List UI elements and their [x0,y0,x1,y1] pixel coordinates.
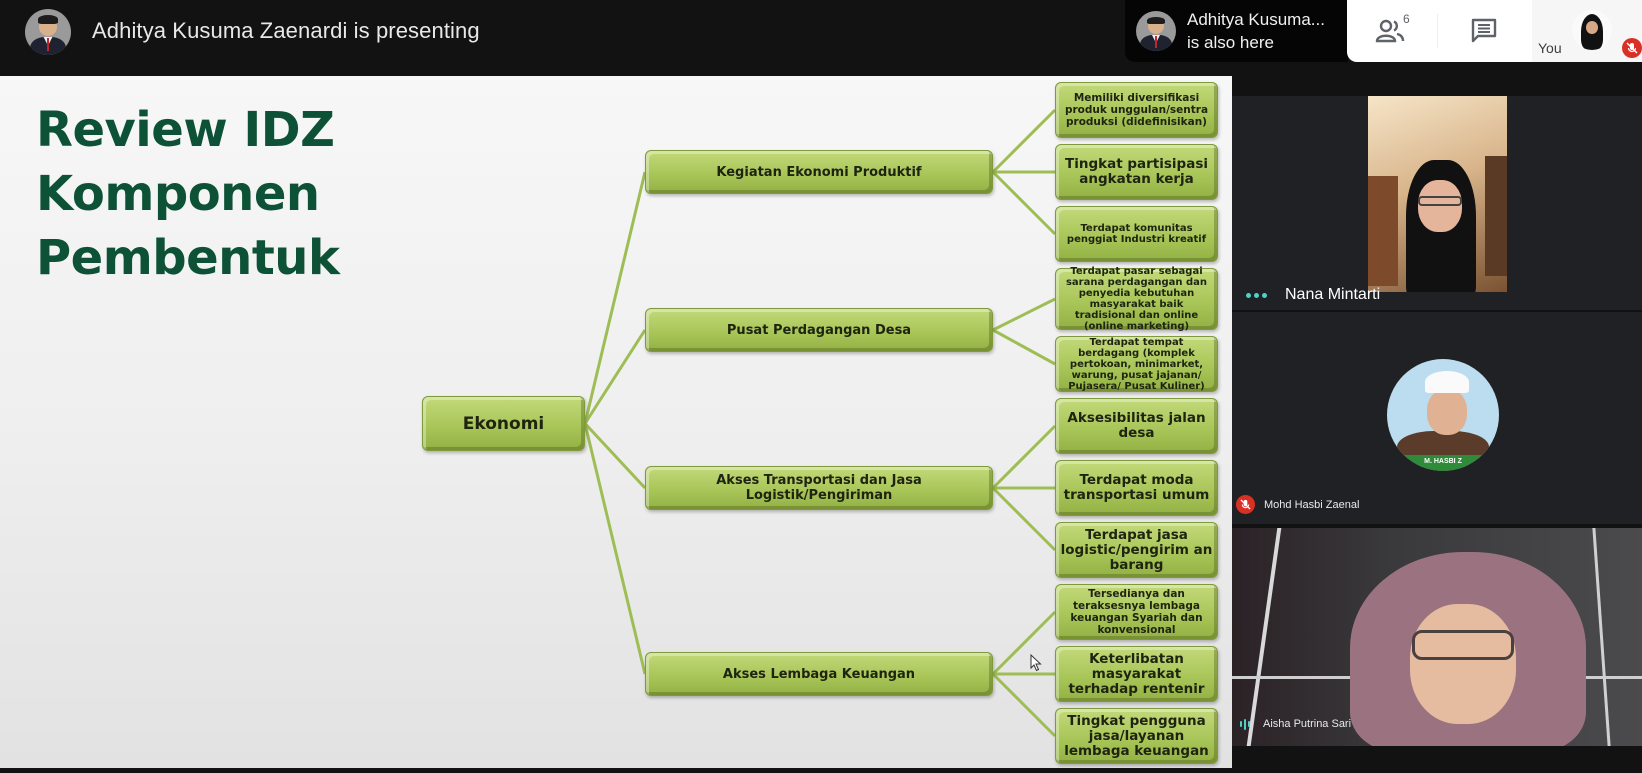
self-avatar [1572,10,1612,50]
node-leaf: Aksesibilitas jalan desa [1055,398,1218,454]
connector-line [583,423,647,675]
node-leaf: Terdapat moda transportasi umum [1055,460,1218,516]
people-icon [1375,19,1405,43]
node-label: Tingkat partisipasi angkatan kerja [1065,156,1208,187]
participant-label: Mohd Hasbi Zaenal [1236,495,1359,514]
node-label: Ekonomi [462,413,545,434]
top-bar: Adhitya Kusuma Zaenardi is presenting Ad… [0,0,1642,76]
node-label: Keterlibatan masyarakat terhadap renteni… [1068,650,1205,697]
also-here-text: Adhitya Kusuma... is also here [1187,8,1325,54]
avatar-banner-text: M. HASBI Z [1387,455,1499,471]
node-leaf: Tingkat partisipasi angkatan kerja [1055,144,1218,200]
mouse-cursor-icon [1030,654,1042,672]
self-label: You [1538,40,1562,56]
connector-line [991,424,1057,490]
tree-connectors [583,108,1057,738]
node-label: Terdapat moda transportasi umum [1063,472,1210,503]
node-leaf: Tingkat pengguna jasa/layanan lembaga ke… [1055,708,1218,764]
chat-icon [1471,18,1497,43]
node-leaf: Terdapat komunitas penggiat Industri kre… [1055,206,1218,262]
node-label: Tingkat pengguna jasa/layanan lembaga ke… [1064,712,1209,759]
connector-line [991,672,1057,738]
participants-sidebar: Nana Mintarti M. HASBI Z Mohd Hasbi Zaen… [1232,76,1642,773]
node-label: Terdapat pasar sebagai sarana perdaganga… [1065,266,1208,332]
participant-tile[interactable]: M. HASBI Z Mohd Hasbi Zaenal [1232,312,1642,524]
participant-name: Nana Mintarti [1285,286,1381,303]
presentation-slide: Review IDZ Komponen Pembentuk Ekonomi Ke… [0,76,1232,768]
participant-label: Aisha Putrina Sari [1240,718,1351,730]
node-label: Terdapat komunitas penggiat Industri kre… [1066,223,1207,245]
node-label: Aksesibilitas jalan desa [1067,410,1206,441]
also-here-caption: is also here [1187,33,1274,52]
chat-button[interactable] [1439,0,1529,62]
divider [1437,14,1438,48]
connector-line [991,108,1057,174]
presenter-avatar [25,9,71,55]
connector-line [991,170,1057,236]
connector-line [583,329,647,425]
participant-name: Mohd Hasbi Zaenal [1264,498,1360,511]
more-options-icon[interactable] [1246,292,1267,298]
node-label: Terdapat tempat berdagang (komplek perto… [1068,336,1205,392]
self-view[interactable]: You [1532,0,1642,62]
slide-title: Review IDZ Komponen Pembentuk [36,98,340,290]
also-here-avatar [1136,11,1176,51]
node-label: Akses Transportasi dan Jasa Logistik/Pen… [716,473,922,503]
node-root-ekonomi: Ekonomi [422,396,585,451]
also-here-name: Adhitya Kusuma... [1187,10,1325,29]
node-label: Memiliki diversifikasi produk unggulan/s… [1064,92,1209,128]
node-leaf: Keterlibatan masyarakat terhadap renteni… [1055,646,1218,702]
node-leaf: Terdapat pasar sebagai sarana perdaganga… [1055,266,1218,332]
node-branch-kegiatan-ekonomi: Kegiatan Ekonomi Produktif [645,150,993,194]
presenting-status: Adhitya Kusuma Zaenardi is presenting [92,18,480,43]
node-leaf: Memiliki diversifikasi produk unggulan/s… [1055,82,1218,138]
node-branch-pusat-perdagangan: Pusat Perdagangan Desa [645,308,993,352]
also-here-notice[interactable]: Adhitya Kusuma... is also here [1125,0,1348,62]
participant-video [1368,96,1507,292]
connector-line [991,486,1057,552]
slide-title-line: Komponen [36,166,320,222]
participant-label: Nana Mintarti [1246,286,1380,304]
mic-off-icon [1236,495,1255,514]
connector-line [991,610,1057,676]
connector-line [583,422,647,490]
participant-name: Aisha Putrina Sari [1263,718,1352,730]
participant-tile[interactable]: Aisha Putrina Sari [1232,528,1642,746]
connector-line [583,171,647,424]
speaking-indicator-icon [1240,718,1250,730]
connector-line [992,297,1056,332]
node-leaf: Terdapat jasa logistic/pengirim an baran… [1055,522,1218,578]
node-label: Pusat Perdagangan Desa [726,322,912,338]
mic-off-icon [1622,38,1642,58]
slide-title-line: Pembentuk [36,230,340,286]
node-label: Kegiatan Ekonomi Produktif [716,164,922,180]
participant-tile[interactable]: Nana Mintarti [1232,96,1642,310]
node-branch-akses-lembaga-keuangan: Akses Lembaga Keuangan [645,652,993,696]
node-leaf: Tersedianya dan teraksesnya lembaga keua… [1055,584,1218,640]
meeting-controls: 6 You [1347,0,1642,62]
participant-count: 6 [1403,12,1410,26]
node-label: Akses Lembaga Keuangan [722,666,916,682]
connector-line [992,328,1056,366]
participant-avatar: M. HASBI Z [1387,359,1499,471]
node-label: Terdapat jasa logistic/pengirim an baran… [1060,526,1213,573]
node-label: Tersedianya dan teraksesnya lembaga keua… [1070,588,1203,636]
people-button[interactable]: 6 [1347,0,1437,62]
node-branch-akses-transportasi: Akses Transportasi dan Jasa Logistik/Pen… [645,466,993,510]
slide-title-line: Review IDZ [36,102,335,158]
node-leaf: Terdapat tempat berdagang (komplek perto… [1055,336,1218,392]
